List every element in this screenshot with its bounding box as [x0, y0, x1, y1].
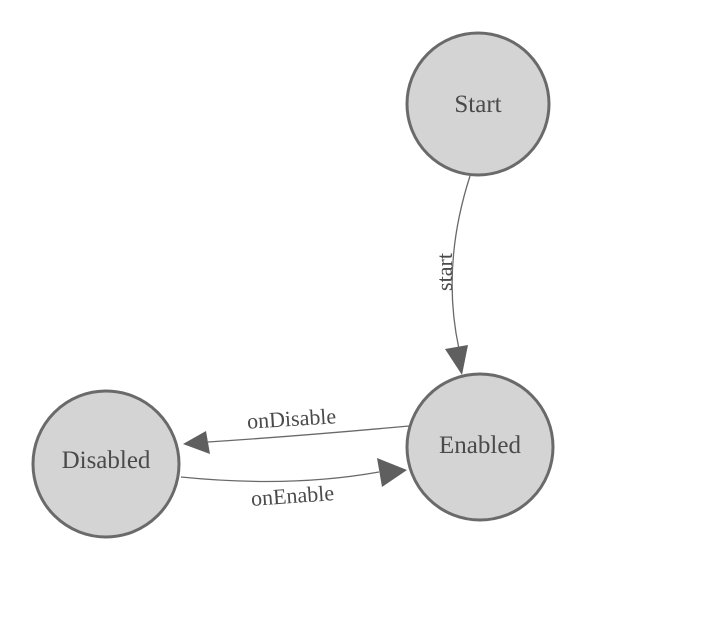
edge-label-onenable: onEnable: [250, 480, 335, 511]
edge-disabled-to-enabled: onEnable: [180, 458, 407, 511]
arrowhead-icon: [183, 431, 210, 454]
state-label-enabled: Enabled: [439, 432, 521, 459]
edge-label-start: start: [432, 253, 457, 291]
node-start: Start: [405, 31, 551, 177]
state-circle-enabled: [405, 372, 555, 522]
edge-line-ondisable: [207, 425, 410, 443]
edge-line-start: [451, 175, 471, 350]
edge-label-ondisable: onDisable: [246, 403, 337, 433]
state-circle-start: [405, 31, 551, 177]
edge-line-onenable: [180, 471, 380, 483]
arrowhead-icon: [445, 345, 468, 375]
state-label-disabled: Disabled: [62, 447, 151, 474]
node-disabled: Disabled: [31, 389, 181, 539]
node-enabled: Enabled: [405, 372, 555, 522]
edge-enabled-to-disabled: onDisable: [183, 403, 410, 454]
state-circle-disabled: [31, 389, 181, 539]
edge-start-to-enabled: start: [432, 175, 471, 375]
arrowhead-icon: [377, 458, 407, 487]
state-label-start: Start: [454, 91, 501, 118]
